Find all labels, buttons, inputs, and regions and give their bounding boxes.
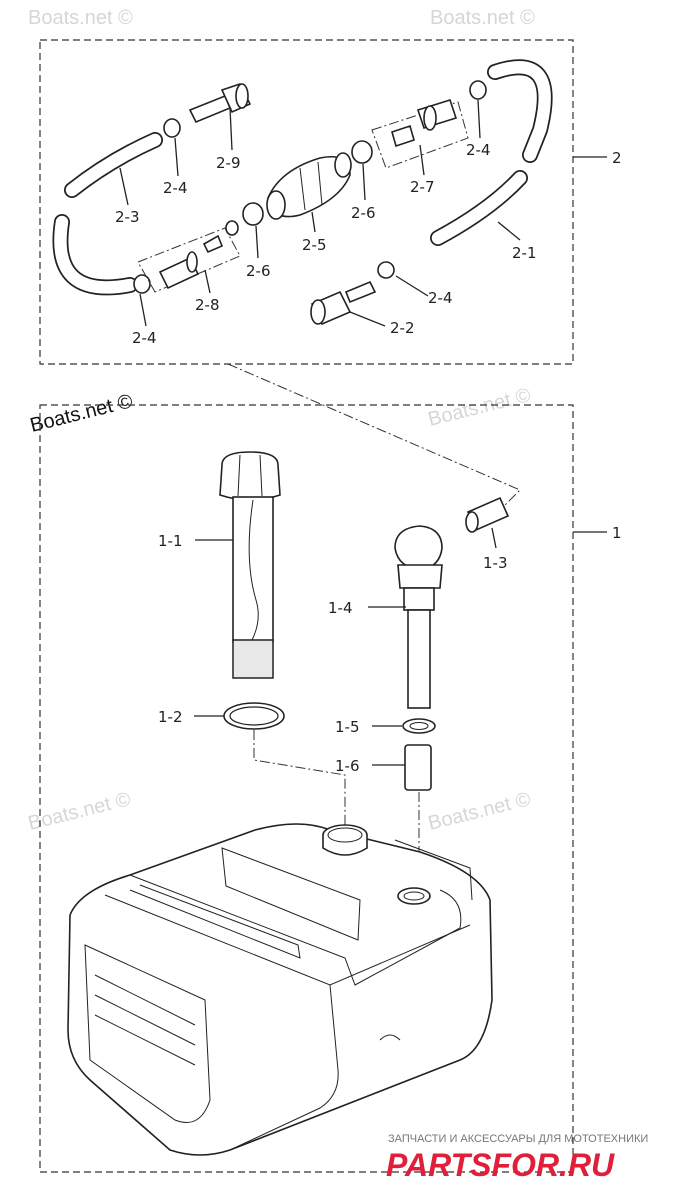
banner-logo: PARTSFOR.RU	[386, 1147, 615, 1183]
callout-1: 1	[612, 524, 622, 542]
callout-2: 2	[612, 149, 622, 167]
callout-2-3: 2-3	[115, 208, 140, 226]
callout-1-4: 1-4	[328, 599, 353, 617]
callout-2-6: 2-6	[351, 204, 376, 222]
callout-2-1: 2-1	[512, 244, 537, 262]
callout-2-8: 2-8	[195, 296, 220, 314]
callout-2-4: 2-4	[163, 179, 188, 197]
callout-2-2: 2-2	[390, 319, 415, 337]
clamp-2-4	[133, 80, 487, 294]
fitting-2-6	[242, 202, 264, 226]
callout-1-3: 1-3	[483, 554, 508, 572]
callout-1-6: 1-6	[335, 757, 360, 775]
callout-2-4: 2-4	[132, 329, 157, 347]
callout-2-4: 2-4	[428, 289, 453, 307]
group-1-frame	[39, 404, 574, 1173]
callout-1-1: 1-1	[158, 532, 183, 550]
banner-tagline: ЗАПЧАСТИ И АКСЕССУАРЫ ДЛЯ МОТОТЕХНИКИ	[388, 1133, 648, 1145]
watermark: Boats.net ©	[430, 7, 535, 29]
callout-1-2: 1-2	[158, 708, 183, 726]
connector-2-8	[158, 234, 224, 290]
o-ring-1-2	[223, 702, 285, 730]
connector-2-7	[391, 99, 458, 148]
watermark: Boats.net ©	[28, 390, 135, 437]
fitting-1-3	[465, 496, 510, 533]
callout-2-9: 2-9	[216, 154, 241, 172]
fuel-gauge-1-1	[219, 451, 281, 679]
fitting-2-2	[310, 280, 377, 326]
filter-1-6	[404, 744, 432, 791]
watermark: Boats.net ©	[426, 788, 533, 835]
pickup-tube-1-4	[394, 525, 443, 709]
watermark: Boats.net ©	[28, 7, 133, 29]
fitting-2-9	[188, 83, 252, 124]
watermark: Boats.net ©	[426, 384, 533, 431]
fuel-tank	[67, 823, 493, 1156]
primer-bulb-2-5	[266, 152, 352, 220]
watermark: Boats.net ©	[26, 788, 133, 835]
callout-2-4: 2-4	[466, 141, 491, 159]
callout-2-6: 2-6	[246, 262, 271, 280]
group-2-frame	[39, 39, 574, 365]
callout-2-7: 2-7	[410, 178, 435, 196]
callout-1-5: 1-5	[335, 718, 360, 736]
callout-2-5: 2-5	[302, 236, 327, 254]
